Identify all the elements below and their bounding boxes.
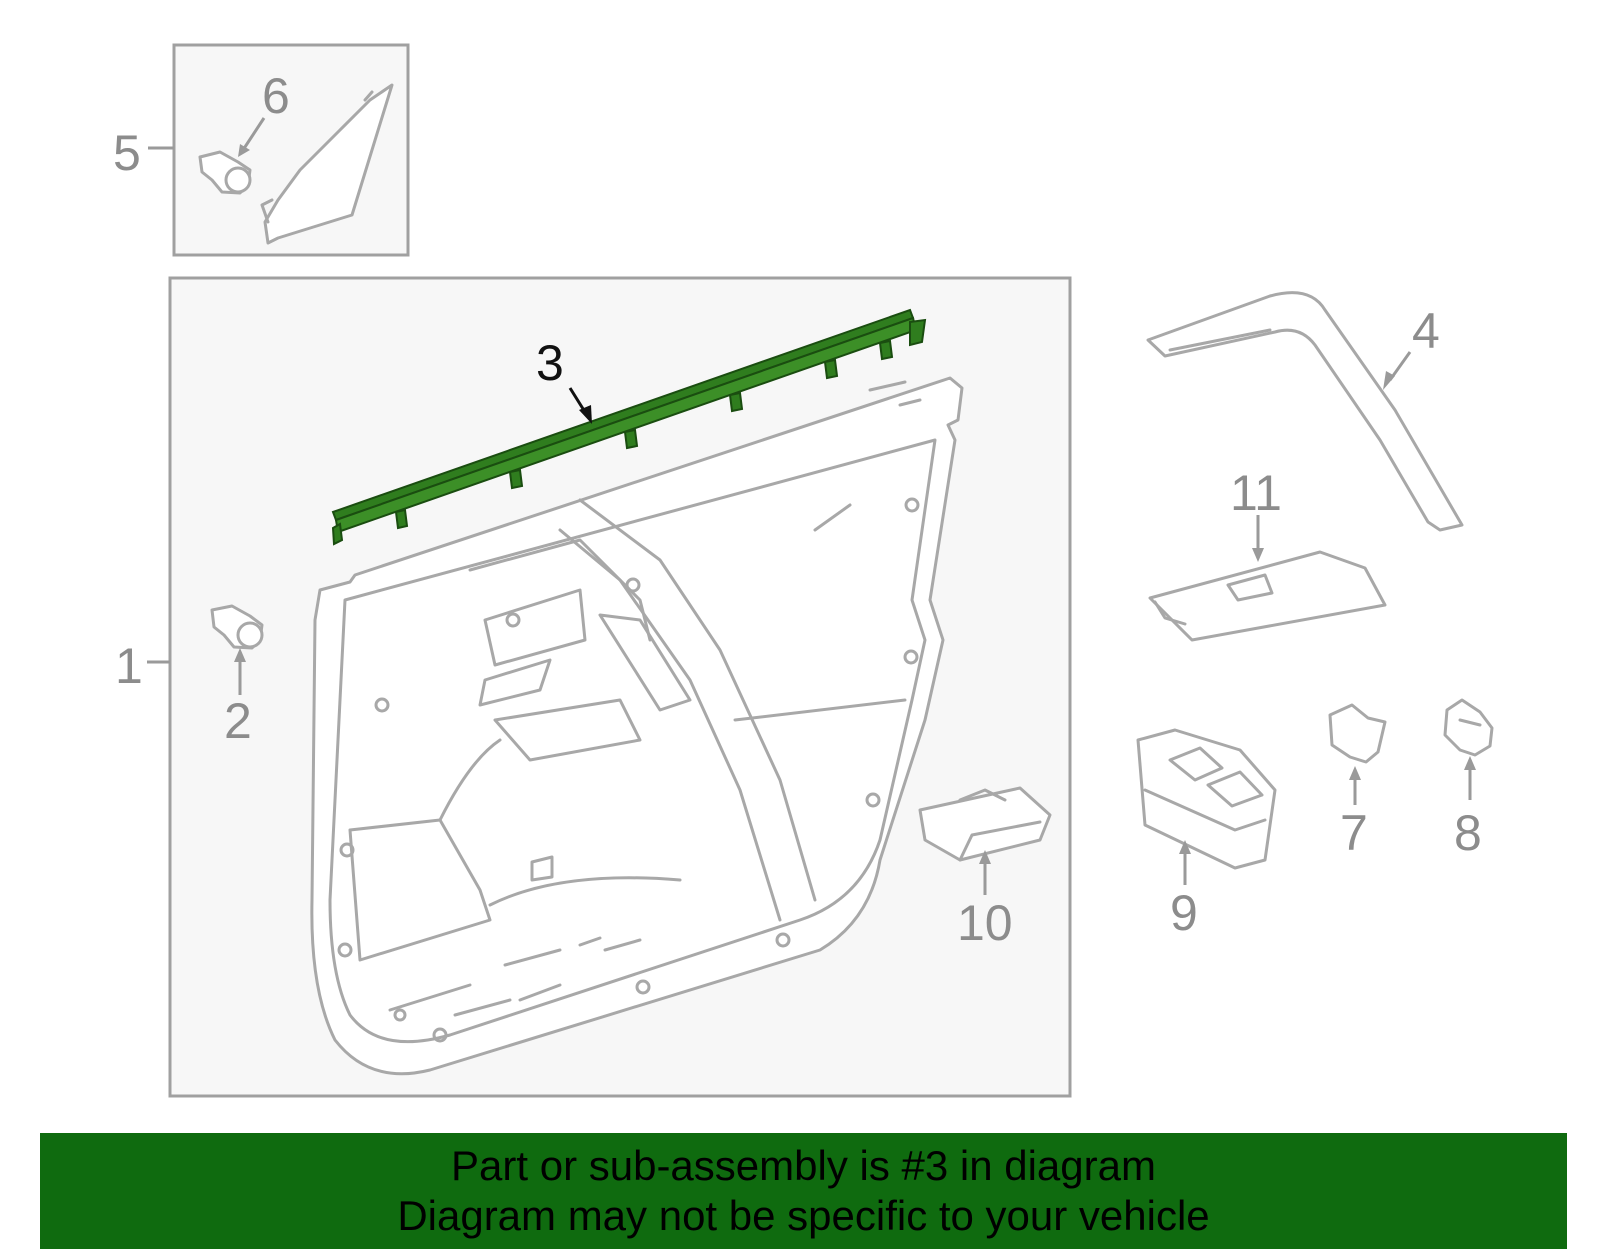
part-4-garnish[interactable] bbox=[1146, 291, 1464, 532]
part-5-trim-cover[interactable] bbox=[260, 83, 394, 245]
callout-6: 6 bbox=[262, 68, 290, 124]
part-1-door-trim-panel[interactable] bbox=[310, 376, 964, 1076]
callout-5: 5 bbox=[113, 125, 141, 181]
part-11-switch-base[interactable] bbox=[1148, 550, 1387, 642]
part-2-clip[interactable] bbox=[210, 604, 264, 650]
callout-4: 4 bbox=[1412, 303, 1440, 359]
banner-line-2: Diagram may not be specific to your vehi… bbox=[397, 1192, 1210, 1239]
callout-1: 1 bbox=[115, 638, 143, 694]
part-3-belt-weatherstrip[interactable] bbox=[331, 308, 927, 546]
callout-3: 3 bbox=[536, 335, 564, 391]
part-10-switch[interactable] bbox=[918, 786, 1052, 862]
callout-11: 11 bbox=[1230, 465, 1282, 521]
part-9-window-switch[interactable] bbox=[1136, 728, 1277, 870]
callout-10: 10 bbox=[957, 895, 1013, 951]
leader-3 bbox=[568, 387, 587, 413]
banner-line-1: Part or sub-assembly is #3 in diagram bbox=[451, 1142, 1156, 1189]
part-8-clip[interactable] bbox=[1443, 698, 1494, 757]
info-banner: Part or sub-assembly is #3 in diagram Di… bbox=[40, 1133, 1567, 1249]
parts-diagram: 1 2 3 4 5 6 7 8 9 10 11 bbox=[113, 43, 1494, 1098]
part-6-clip[interactable] bbox=[198, 150, 252, 195]
callout-2: 2 bbox=[224, 693, 252, 749]
callout-8: 8 bbox=[1454, 805, 1482, 861]
callout-7: 7 bbox=[1340, 805, 1368, 861]
leader-6 bbox=[241, 117, 266, 151]
callout-9: 9 bbox=[1170, 885, 1198, 941]
part-7-clip[interactable] bbox=[1328, 703, 1387, 764]
